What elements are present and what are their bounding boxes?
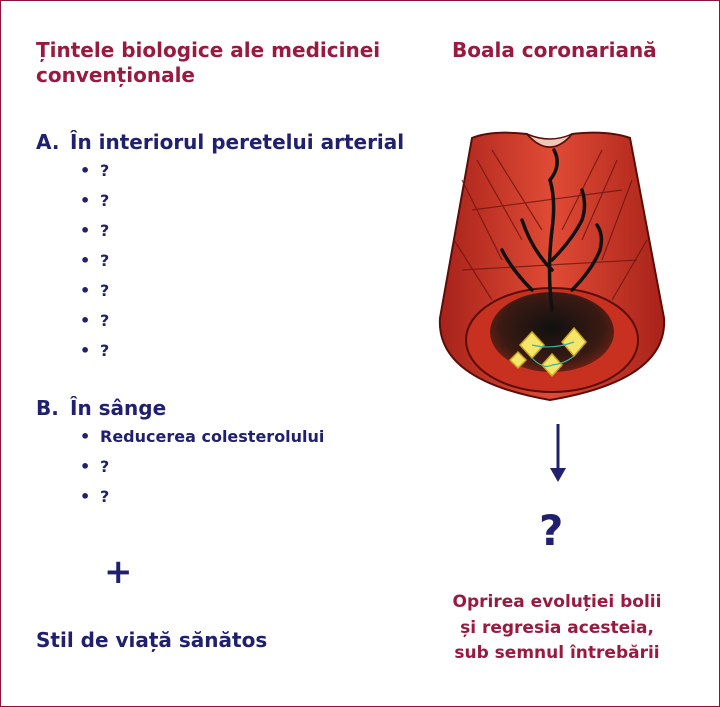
question-mark: ? <box>539 506 563 555</box>
list-item: •? <box>80 216 109 246</box>
plus-sign: + <box>104 552 133 592</box>
bullet-icon: • <box>80 452 100 482</box>
lifestyle-label: Stil de viață sănătos <box>36 628 267 652</box>
list-item-text: ? <box>100 281 109 300</box>
section-b-list: •Reducerea colesterolului •? •? <box>80 422 324 512</box>
list-item-text: ? <box>100 161 109 180</box>
caption: Oprirea evoluției bolii și regresia aces… <box>392 590 720 667</box>
list-item: •? <box>80 336 109 366</box>
main-title: Țintele biologice ale medicinei convenți… <box>36 38 416 88</box>
section-a-list: •? •? •? •? •? •? •? <box>80 156 109 366</box>
list-item-text: ? <box>100 457 109 476</box>
list-item: •? <box>80 156 109 186</box>
caption-line: Oprirea evoluției bolii <box>392 590 720 616</box>
disease-title: Boala coronariană <box>452 38 657 62</box>
section-a-letter: A. <box>36 130 70 154</box>
section-a-heading: A.În interiorul peretelui arterial <box>36 130 404 154</box>
list-item-text: ? <box>100 311 109 330</box>
bullet-icon: • <box>80 216 100 246</box>
down-arrow-icon <box>548 424 568 484</box>
bullet-icon: • <box>80 482 100 512</box>
section-b-title: În sânge <box>70 396 166 420</box>
bullet-icon: • <box>80 306 100 336</box>
list-item: •? <box>80 186 109 216</box>
list-item: •? <box>80 482 324 512</box>
bullet-icon: • <box>80 336 100 366</box>
list-item-text: ? <box>100 251 109 270</box>
section-a-title: În interiorul peretelui arterial <box>70 130 404 154</box>
bullet-icon: • <box>80 276 100 306</box>
artery-illustration <box>432 120 672 410</box>
bullet-icon: • <box>80 246 100 276</box>
list-item: •? <box>80 246 109 276</box>
list-item: •Reducerea colesterolului <box>80 422 324 452</box>
list-item-text: ? <box>100 341 109 360</box>
list-item-text: ? <box>100 487 109 506</box>
list-item: •? <box>80 306 109 336</box>
list-item-text: ? <box>100 191 109 210</box>
caption-line: sub semnul întrebării <box>392 641 720 667</box>
list-item: •? <box>80 276 109 306</box>
list-item-text: Reducerea colesterolului <box>100 427 324 446</box>
bullet-icon: • <box>80 156 100 186</box>
section-b-heading: B.În sânge <box>36 396 166 420</box>
list-item-text: ? <box>100 221 109 240</box>
section-b-letter: B. <box>36 396 70 420</box>
caption-line: și regresia acesteia, <box>392 616 720 642</box>
bullet-icon: • <box>80 422 100 452</box>
list-item: •? <box>80 452 324 482</box>
bullet-icon: • <box>80 186 100 216</box>
